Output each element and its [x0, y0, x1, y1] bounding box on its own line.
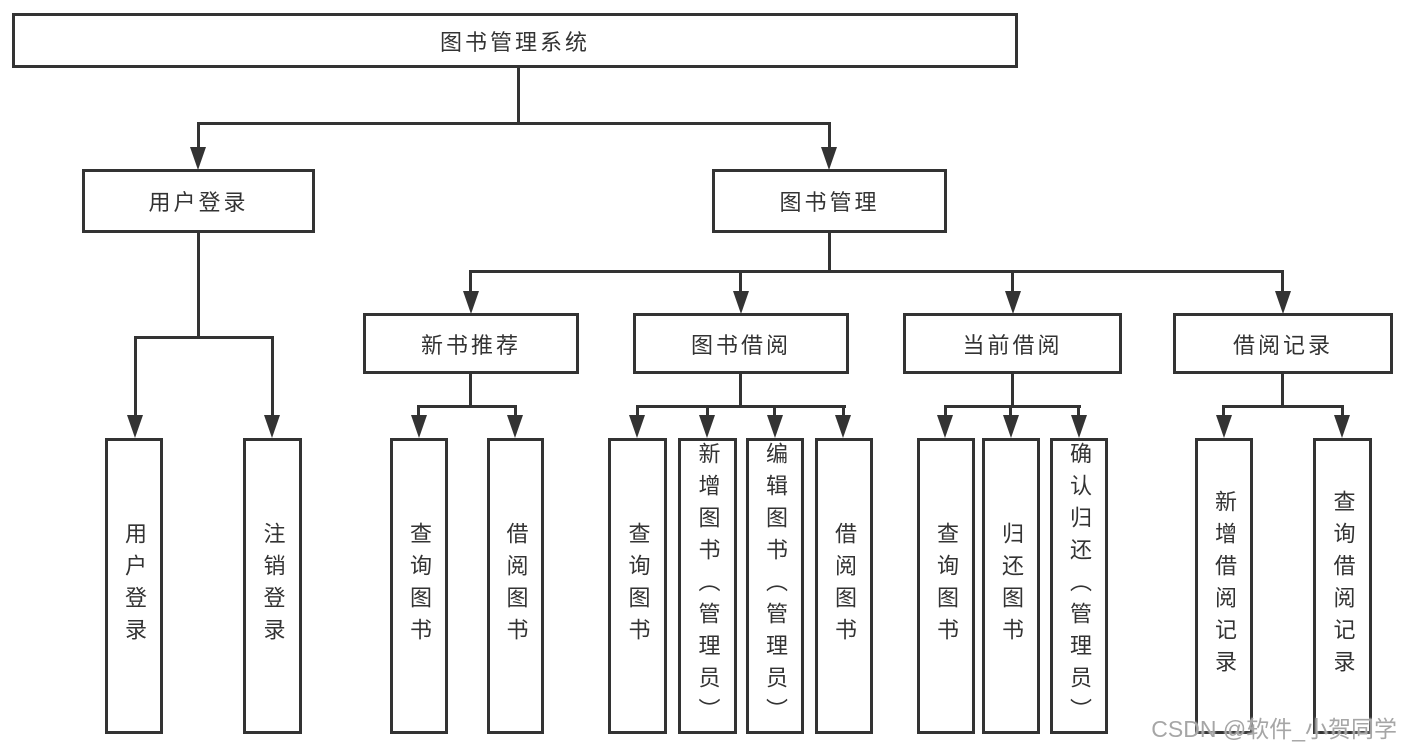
node-user-login-label: 用户登录: [148, 190, 249, 215]
node-new-book-recommend-label: 新书推荐: [420, 332, 521, 358]
connector-line: [134, 336, 137, 418]
arrow-down-icon: [264, 415, 280, 438]
connector-line: [1011, 371, 1014, 408]
leaf-user-login-label: 用户登录: [122, 522, 147, 650]
arrow-down-icon: [1334, 415, 1350, 438]
connector-line: [517, 68, 520, 125]
arrow-down-icon: [821, 147, 837, 170]
leaf-confirm-return-admin: 确认归还（管理员）: [1050, 438, 1108, 734]
connector-line: [842, 405, 845, 418]
arrow-down-icon: [835, 415, 851, 438]
arrow-down-icon: [767, 415, 783, 438]
connector-line: [417, 405, 517, 408]
connector-line: [417, 405, 420, 418]
leaf-borrow-books-recommend-label: 借阅图书: [503, 522, 529, 650]
leaf-borrow-books-recommend: 借阅图书: [487, 438, 544, 734]
arrow-down-icon: [463, 291, 479, 314]
arrow-down-icon: [1275, 291, 1291, 314]
leaf-query-books-borrow: 查询图书: [608, 438, 667, 734]
node-book-management: 图书管理: [712, 169, 947, 233]
leaf-edit-book-admin: 编辑图书（管理员）: [746, 438, 804, 734]
arrow-down-icon: [1003, 415, 1019, 438]
leaf-add-book-admin-label: 新增图书（管理员）: [695, 442, 721, 730]
connector-line: [739, 371, 742, 408]
connector-line: [636, 405, 639, 418]
connector-line: [271, 336, 274, 418]
connector-line: [706, 405, 709, 418]
leaf-user-login: 用户登录: [105, 438, 163, 734]
leaf-confirm-return-admin-label: 确认归还（管理员）: [1067, 442, 1092, 730]
connector-line: [469, 371, 472, 408]
leaf-query-borrow-record: 查询借阅记录: [1313, 438, 1372, 734]
connector-line: [197, 122, 200, 150]
leaf-add-borrow-record-label: 新增借阅记录: [1212, 490, 1237, 682]
connector-line: [469, 270, 472, 294]
arrow-down-icon: [699, 415, 715, 438]
node-book-borrow-label: 图书借阅: [690, 332, 791, 358]
arrow-down-icon: [937, 415, 953, 438]
connector-line: [636, 405, 846, 408]
leaf-query-books-recommend: 查询图书: [390, 438, 448, 734]
node-current-borrow-label: 当前借阅: [962, 332, 1063, 358]
connector-line: [1222, 405, 1225, 418]
leaf-add-book-admin: 新增图书（管理员）: [678, 438, 737, 734]
node-new-book-recommend: 新书推荐: [363, 313, 579, 374]
leaf-borrow-books-label: 借阅图书: [832, 522, 857, 650]
leaf-query-books-current: 查询图书: [917, 438, 975, 734]
connector-line: [944, 405, 1081, 408]
connector-line: [773, 405, 776, 418]
arrow-down-icon: [127, 415, 143, 438]
leaf-add-borrow-record: 新增借阅记录: [1195, 438, 1253, 734]
connector-line: [470, 270, 1284, 273]
arrow-down-icon: [1216, 415, 1232, 438]
arrow-down-icon: [1071, 415, 1087, 438]
leaf-edit-book-admin-label: 编辑图书（管理员）: [763, 442, 788, 730]
connector-line: [1011, 270, 1014, 294]
connector-line: [944, 405, 947, 418]
csdn-watermark: CSDN @软件_小贺同学: [1151, 716, 1397, 742]
connector-line: [197, 233, 200, 338]
leaf-return-books: 归还图书: [982, 438, 1040, 734]
leaf-borrow-books: 借阅图书: [815, 438, 873, 734]
connector-line: [1281, 270, 1284, 294]
arrow-down-icon: [507, 415, 523, 438]
leaf-query-books-borrow-label: 查询图书: [625, 522, 651, 650]
connector-line: [739, 270, 742, 294]
node-borrow-records: 借阅记录: [1173, 313, 1393, 374]
leaf-query-books-current-label: 查询图书: [934, 522, 959, 650]
node-root-label: 图书管理系统: [439, 29, 590, 55]
arrow-down-icon: [733, 291, 749, 314]
arrow-down-icon: [1005, 291, 1021, 314]
connector-line: [1341, 405, 1344, 418]
node-book-borrow: 图书借阅: [633, 313, 849, 374]
node-root: 图书管理系统: [12, 13, 1018, 68]
node-borrow-records-label: 借阅记录: [1232, 332, 1333, 358]
connector-line: [1222, 405, 1344, 408]
arrow-down-icon: [190, 147, 206, 170]
connector-line: [828, 122, 831, 150]
leaf-query-books-recommend-label: 查询图书: [407, 522, 432, 650]
connector-line: [134, 336, 274, 339]
connector-line: [1009, 405, 1012, 418]
node-user-login: 用户登录: [82, 169, 315, 233]
node-current-borrow: 当前借阅: [903, 313, 1122, 374]
arrow-down-icon: [411, 415, 427, 438]
connector-line: [514, 405, 517, 418]
leaf-query-borrow-record-label: 查询借阅记录: [1330, 490, 1356, 682]
connector-line: [1077, 405, 1080, 418]
connector-line: [1281, 371, 1284, 408]
arrow-down-icon: [629, 415, 645, 438]
leaf-logout: 注销登录: [243, 438, 302, 734]
connector-line: [828, 233, 831, 272]
node-book-management-label: 图书管理: [779, 190, 880, 215]
connector-line: [197, 122, 831, 125]
leaf-logout-label: 注销登录: [260, 522, 286, 650]
leaf-return-books-label: 归还图书: [999, 522, 1024, 650]
